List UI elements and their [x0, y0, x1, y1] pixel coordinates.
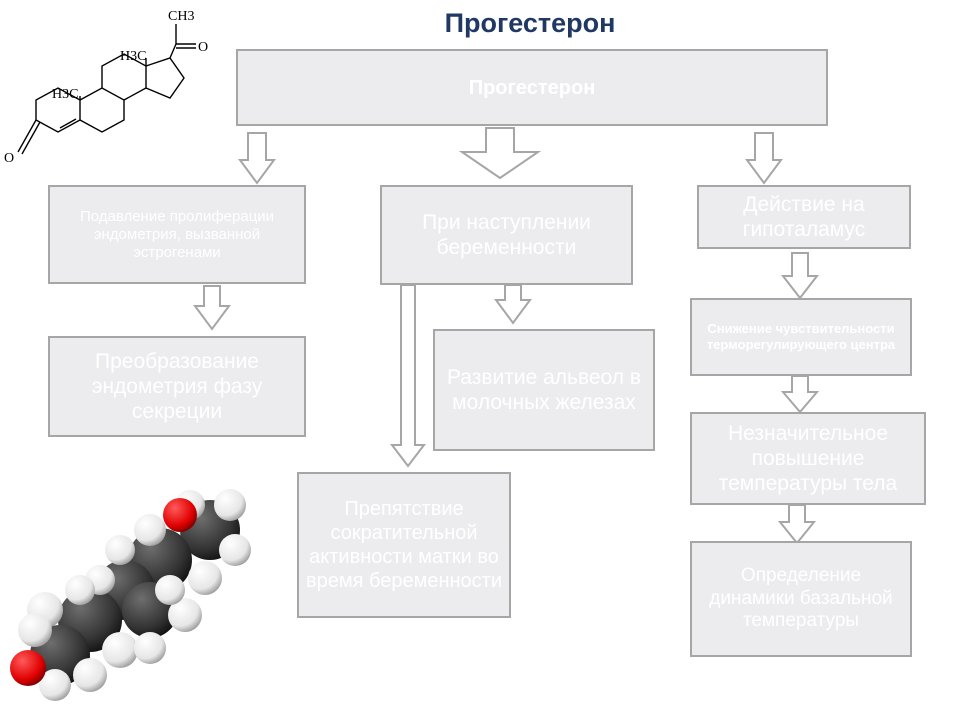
node-hypothalamus: Действие на гипоталамус	[697, 185, 911, 249]
oxygen-atoms	[10, 498, 197, 686]
node-pregnancy-label: При наступлении беременности	[422, 210, 591, 259]
structural-formula: CH3 H3C H3C O O	[4, 9, 208, 166]
arrow-temperature-to-basal	[777, 504, 817, 545]
node-basal-label: Определение динамики базальной температу…	[709, 564, 893, 632]
arrow-pregnancy-to-alveoli	[494, 284, 532, 325]
ch3-label: CH3	[168, 9, 194, 24]
node-sensitivity-label: Снижение чувствительности терморегулирую…	[706, 321, 896, 352]
arrow-sensitivity-to-temperature	[780, 375, 820, 414]
node-alveoli: Развитие альвеол в молочных железах	[433, 329, 655, 451]
node-temperature: Незначительное повышение температуры тел…	[690, 412, 926, 505]
arrow-main-to-hypothalamus	[745, 132, 783, 185]
main-progesterone-box: Прогестерон	[236, 49, 828, 126]
node-suppression-label: Подавление пролиферации эндометрия, вызв…	[79, 207, 275, 261]
molecule-model	[10, 489, 251, 701]
node-alveoli-label: Развитие альвеол в молочных железах	[446, 365, 642, 414]
arrow-pregnancy-to-obstacle	[389, 284, 427, 468]
h3c-label-a: H3C	[120, 49, 146, 64]
arrow-suppression-to-transformation	[193, 285, 231, 331]
h3c-label-b: H3C	[52, 87, 78, 102]
arrow-hypothalamus-to-sensitivity	[780, 252, 820, 300]
node-hypothalamus-label: Действие на гипоталамус	[742, 192, 866, 241]
node-obstacle-label: Препятствие сократительной активности ма…	[305, 498, 503, 592]
carbonyl-oxygen-label: O	[198, 40, 208, 55]
arrow-main-to-suppression	[238, 132, 276, 185]
node-basal: Определение динамики базальной температу…	[690, 541, 912, 657]
main-box-label: Прогестерон	[468, 76, 596, 99]
node-suppression: Подавление пролиферации эндометрия, вызв…	[48, 185, 306, 284]
node-obstacle: Препятствие сократительной активности ма…	[297, 472, 511, 618]
node-sensitivity: Снижение чувствительности терморегулирую…	[690, 298, 912, 376]
node-temperature-label: Незначительное повышение температуры тел…	[718, 421, 898, 496]
node-pregnancy: При наступлении беременности	[380, 185, 633, 285]
node-transformation-label: Преобразование эндометрия фазу секреции	[91, 349, 263, 424]
page-title: Прогестерон	[444, 8, 616, 38]
node-transformation: Преобразование эндометрия фазу секреции	[48, 336, 306, 437]
arrow-main-to-pregnancy	[458, 127, 542, 180]
ketone-oxygen-label: O	[4, 151, 14, 166]
